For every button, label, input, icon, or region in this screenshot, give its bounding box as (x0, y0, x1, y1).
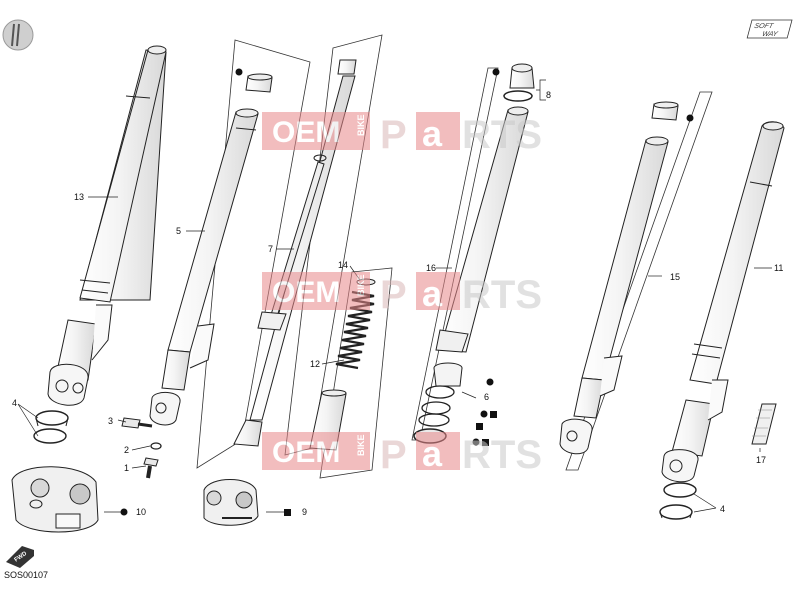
watermark-1: OEM BIKE P a RTS (262, 112, 542, 157)
callout-17[interactable]: 17 (756, 455, 766, 465)
outer-tube-5[interactable] (149, 108, 259, 426)
marker-dot (120, 508, 128, 516)
wm-p: P (380, 433, 407, 477)
marker-square (490, 411, 497, 418)
wm-oem: OEM (272, 116, 340, 149)
wm-bike: BIKE (356, 274, 366, 296)
callout-6[interactable]: 6 (484, 392, 489, 402)
wm-a: a (422, 433, 443, 474)
callout-4-right[interactable]: 4 (720, 504, 725, 514)
softway-logo: SOFT WAY (746, 19, 793, 39)
leader-lines (17, 79, 772, 513)
wm-rts: RTS (462, 113, 542, 157)
marker-dot (480, 410, 488, 418)
assembly-9[interactable] (203, 479, 259, 526)
callout-3[interactable]: 3 (108, 416, 113, 426)
callout-12[interactable]: 12 (310, 359, 320, 369)
callout-5[interactable]: 5 (176, 226, 181, 236)
wm-a: a (422, 273, 443, 314)
fork-leg-13[interactable] (47, 45, 167, 406)
callout-8[interactable]: 8 (546, 90, 551, 100)
marker-square (476, 423, 483, 430)
wm-rts: RTS (462, 433, 542, 477)
clamp-4-right[interactable] (659, 482, 697, 520)
bolt-1[interactable] (143, 457, 159, 479)
logo-text-soft: SOFT (753, 22, 774, 30)
inner-tube-16[interactable] (435, 106, 529, 353)
callout-2[interactable]: 2 (124, 445, 129, 455)
callout-14[interactable]: 14 (338, 260, 348, 270)
callout-1[interactable]: 1 (124, 463, 129, 473)
bushing-top-15[interactable] (651, 101, 679, 121)
wm-oem: OEM (272, 276, 340, 309)
washer-2[interactable] (150, 442, 162, 450)
assembly-10[interactable] (11, 466, 99, 533)
watermark-2: OEM BIKE P a RTS (262, 272, 542, 317)
fork-leg-11[interactable] (661, 121, 785, 483)
fork-cap-8[interactable] (503, 63, 535, 102)
marker-dot (235, 68, 243, 76)
menu-circle-icon[interactable] (2, 19, 34, 51)
callout-11[interactable]: 11 (774, 263, 783, 273)
callout-13[interactable]: 13 (74, 192, 84, 202)
logo-text-way: WAY (761, 30, 780, 38)
wm-oem: OEM (272, 436, 340, 469)
seal-stack-6[interactable] (413, 362, 463, 444)
wm-p: P (380, 273, 407, 317)
marker-dot (686, 114, 694, 122)
fwd-arrow-icon: FWD (6, 546, 34, 568)
marker-dot (492, 68, 500, 76)
callout-7[interactable]: 7 (268, 244, 273, 254)
callout-4-left[interactable]: 4 (12, 398, 17, 408)
marker-dot (486, 378, 494, 386)
wm-bike: BIKE (356, 434, 366, 456)
drawing-code: SOS00107 (4, 570, 49, 580)
callout-labels: 13 5 7 14 12 16 8 6 15 11 4 3 2 1 10 9 1… (12, 90, 783, 517)
marker-dot (472, 438, 480, 446)
wm-p: P (380, 113, 407, 157)
wm-bike: BIKE (356, 114, 366, 136)
marker-square (284, 509, 291, 516)
callout-10[interactable]: 10 (136, 507, 146, 517)
bushing-top-5[interactable] (245, 73, 273, 93)
outer-tube-15[interactable] (559, 136, 669, 455)
watermark-group: OEM BIKE P a RTS OEM BIKE P a RTS OEM BI… (262, 112, 542, 477)
wm-rts: RTS (462, 273, 542, 317)
callout-16[interactable]: 16 (426, 263, 436, 273)
clamp-4-left[interactable] (33, 410, 69, 444)
markers (120, 68, 694, 516)
callout-9[interactable]: 9 (302, 507, 307, 517)
watermark-3: OEM BIKE P a RTS (262, 432, 542, 477)
callout-15[interactable]: 15 (670, 272, 680, 282)
wm-a: a (422, 113, 443, 154)
label-plate-17[interactable] (751, 403, 777, 445)
marker-square (482, 439, 489, 446)
screw-3[interactable] (121, 417, 153, 429)
damper-rod-7[interactable] (233, 59, 357, 447)
